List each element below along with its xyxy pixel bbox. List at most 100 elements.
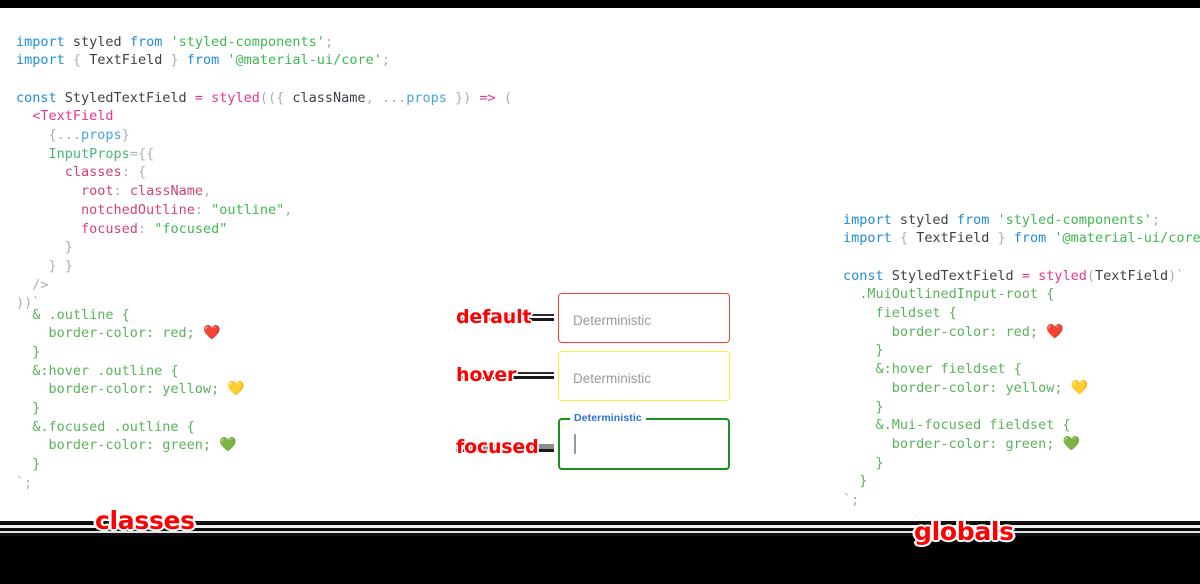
code-token: ) <box>463 89 472 106</box>
code-token: {{ <box>137 145 155 162</box>
code-token: ( <box>1086 267 1096 284</box>
code-token <box>16 164 65 180</box>
code-token: } <box>121 127 130 144</box>
code-token <box>179 52 187 68</box>
code-token: < <box>32 108 41 125</box>
code-token: } <box>997 230 1006 247</box>
code-token: border-color: red; <box>843 323 1047 340</box>
callout-hover: hover <box>456 364 554 386</box>
code-token: '@material-ui/core' <box>227 52 382 69</box>
code-token: fieldset { <box>843 305 957 322</box>
textfield-hover[interactable]: Deterministic <box>558 351 730 401</box>
code-token: 💛 <box>1070 379 1089 396</box>
code-token <box>16 127 49 143</box>
code-token: from <box>956 211 990 228</box>
code-token: : <box>137 220 147 237</box>
code-token <box>122 183 130 199</box>
code-token: const <box>16 89 57 106</box>
code-token: (( <box>259 89 277 106</box>
callout-leader-line <box>456 313 554 322</box>
code-token <box>162 34 170 50</box>
code-token: 'styled-components' <box>170 33 325 50</box>
code-token: : <box>121 164 130 181</box>
code-token: border-color: yellow; <box>843 379 1071 396</box>
callout-hover-label: hover <box>456 364 517 386</box>
textfield-focused-notch-label: Deterministic <box>570 412 646 424</box>
code-token <box>16 239 65 255</box>
code-token: ))` <box>16 295 41 312</box>
code-token: } <box>170 52 179 69</box>
code-token: from <box>1013 230 1047 247</box>
code-token: } } <box>48 257 73 274</box>
callout-leader-line <box>456 443 554 452</box>
code-token: = <box>1021 267 1030 284</box>
code-token: TextField <box>40 108 114 125</box>
code-token: styled <box>72 33 122 50</box>
code-token: { <box>137 164 147 181</box>
code-token: "outline" <box>211 201 285 218</box>
code-token: import <box>843 230 892 247</box>
code-token: className <box>284 89 366 106</box>
code-token: root <box>81 183 114 200</box>
code-token: "focused" <box>154 220 228 237</box>
code-token: ; <box>1151 211 1161 228</box>
divider-rule <box>0 521 1200 524</box>
textfield-focused[interactable]: Deterministic <box>558 412 730 470</box>
section-caption-globals: globals <box>914 517 1014 546</box>
textfield-default[interactable]: Deterministic <box>558 293 730 343</box>
code-token <box>892 230 900 246</box>
code-token: 💛 <box>227 381 245 398</box>
code-token: { <box>72 52 82 69</box>
code-token <box>1030 268 1038 284</box>
code-token <box>65 52 73 68</box>
code-token: classes <box>64 164 122 181</box>
divider-stripe <box>0 525 1200 528</box>
code-token <box>16 183 81 199</box>
code-token <box>949 212 957 228</box>
code-token <box>374 90 382 106</box>
code-token: props <box>81 127 122 144</box>
code-token <box>122 34 130 50</box>
code-token: : <box>113 183 122 200</box>
code-token: , <box>365 89 374 106</box>
code-token <box>496 90 504 106</box>
code-token <box>130 164 138 180</box>
code-token: ... <box>56 127 82 144</box>
code-token: styled <box>211 89 260 106</box>
code-token: )` <box>1168 267 1185 284</box>
code-token: } <box>843 473 868 490</box>
section-divider-band <box>0 508 1200 544</box>
code-token: focused <box>81 220 138 237</box>
code-token <box>203 90 211 106</box>
code-block-classes-component: import styled from 'styled-components'; … <box>16 33 512 314</box>
code-token <box>16 202 81 218</box>
code-token: &:hover .outline { <box>16 362 179 379</box>
code-token: } <box>455 89 464 106</box>
code-token <box>16 258 49 274</box>
code-token <box>989 212 997 228</box>
divider-rule <box>0 533 1200 536</box>
code-token <box>16 277 32 293</box>
code-token: 'styled-components' <box>997 211 1152 228</box>
divider-stripe <box>0 508 1200 522</box>
code-token <box>203 202 211 218</box>
code-token: &:hover fieldset { <box>843 361 1022 378</box>
code-token <box>16 221 81 237</box>
code-token: from <box>129 33 163 50</box>
content-panel: import styled from 'styled-components'; … <box>0 8 1200 516</box>
bottom-letterbox-bar <box>0 544 1200 584</box>
code-token: } <box>843 454 884 471</box>
code-token: 💚 <box>219 437 237 454</box>
code-token: : <box>194 201 203 218</box>
code-token: `; <box>843 492 860 509</box>
code-token: border-color: red; <box>16 325 203 342</box>
code-token: } <box>16 456 41 473</box>
code-token: border-color: green; <box>843 435 1063 452</box>
textfield-default-placeholder: Deterministic <box>573 313 652 328</box>
code-token: `; <box>16 474 33 491</box>
code-token: from <box>186 52 220 69</box>
code-token: ❤️ <box>1046 323 1064 340</box>
code-token: { <box>899 230 909 247</box>
textfield-hover-placeholder: Deterministic <box>573 371 652 386</box>
code-token: ; <box>324 33 334 50</box>
